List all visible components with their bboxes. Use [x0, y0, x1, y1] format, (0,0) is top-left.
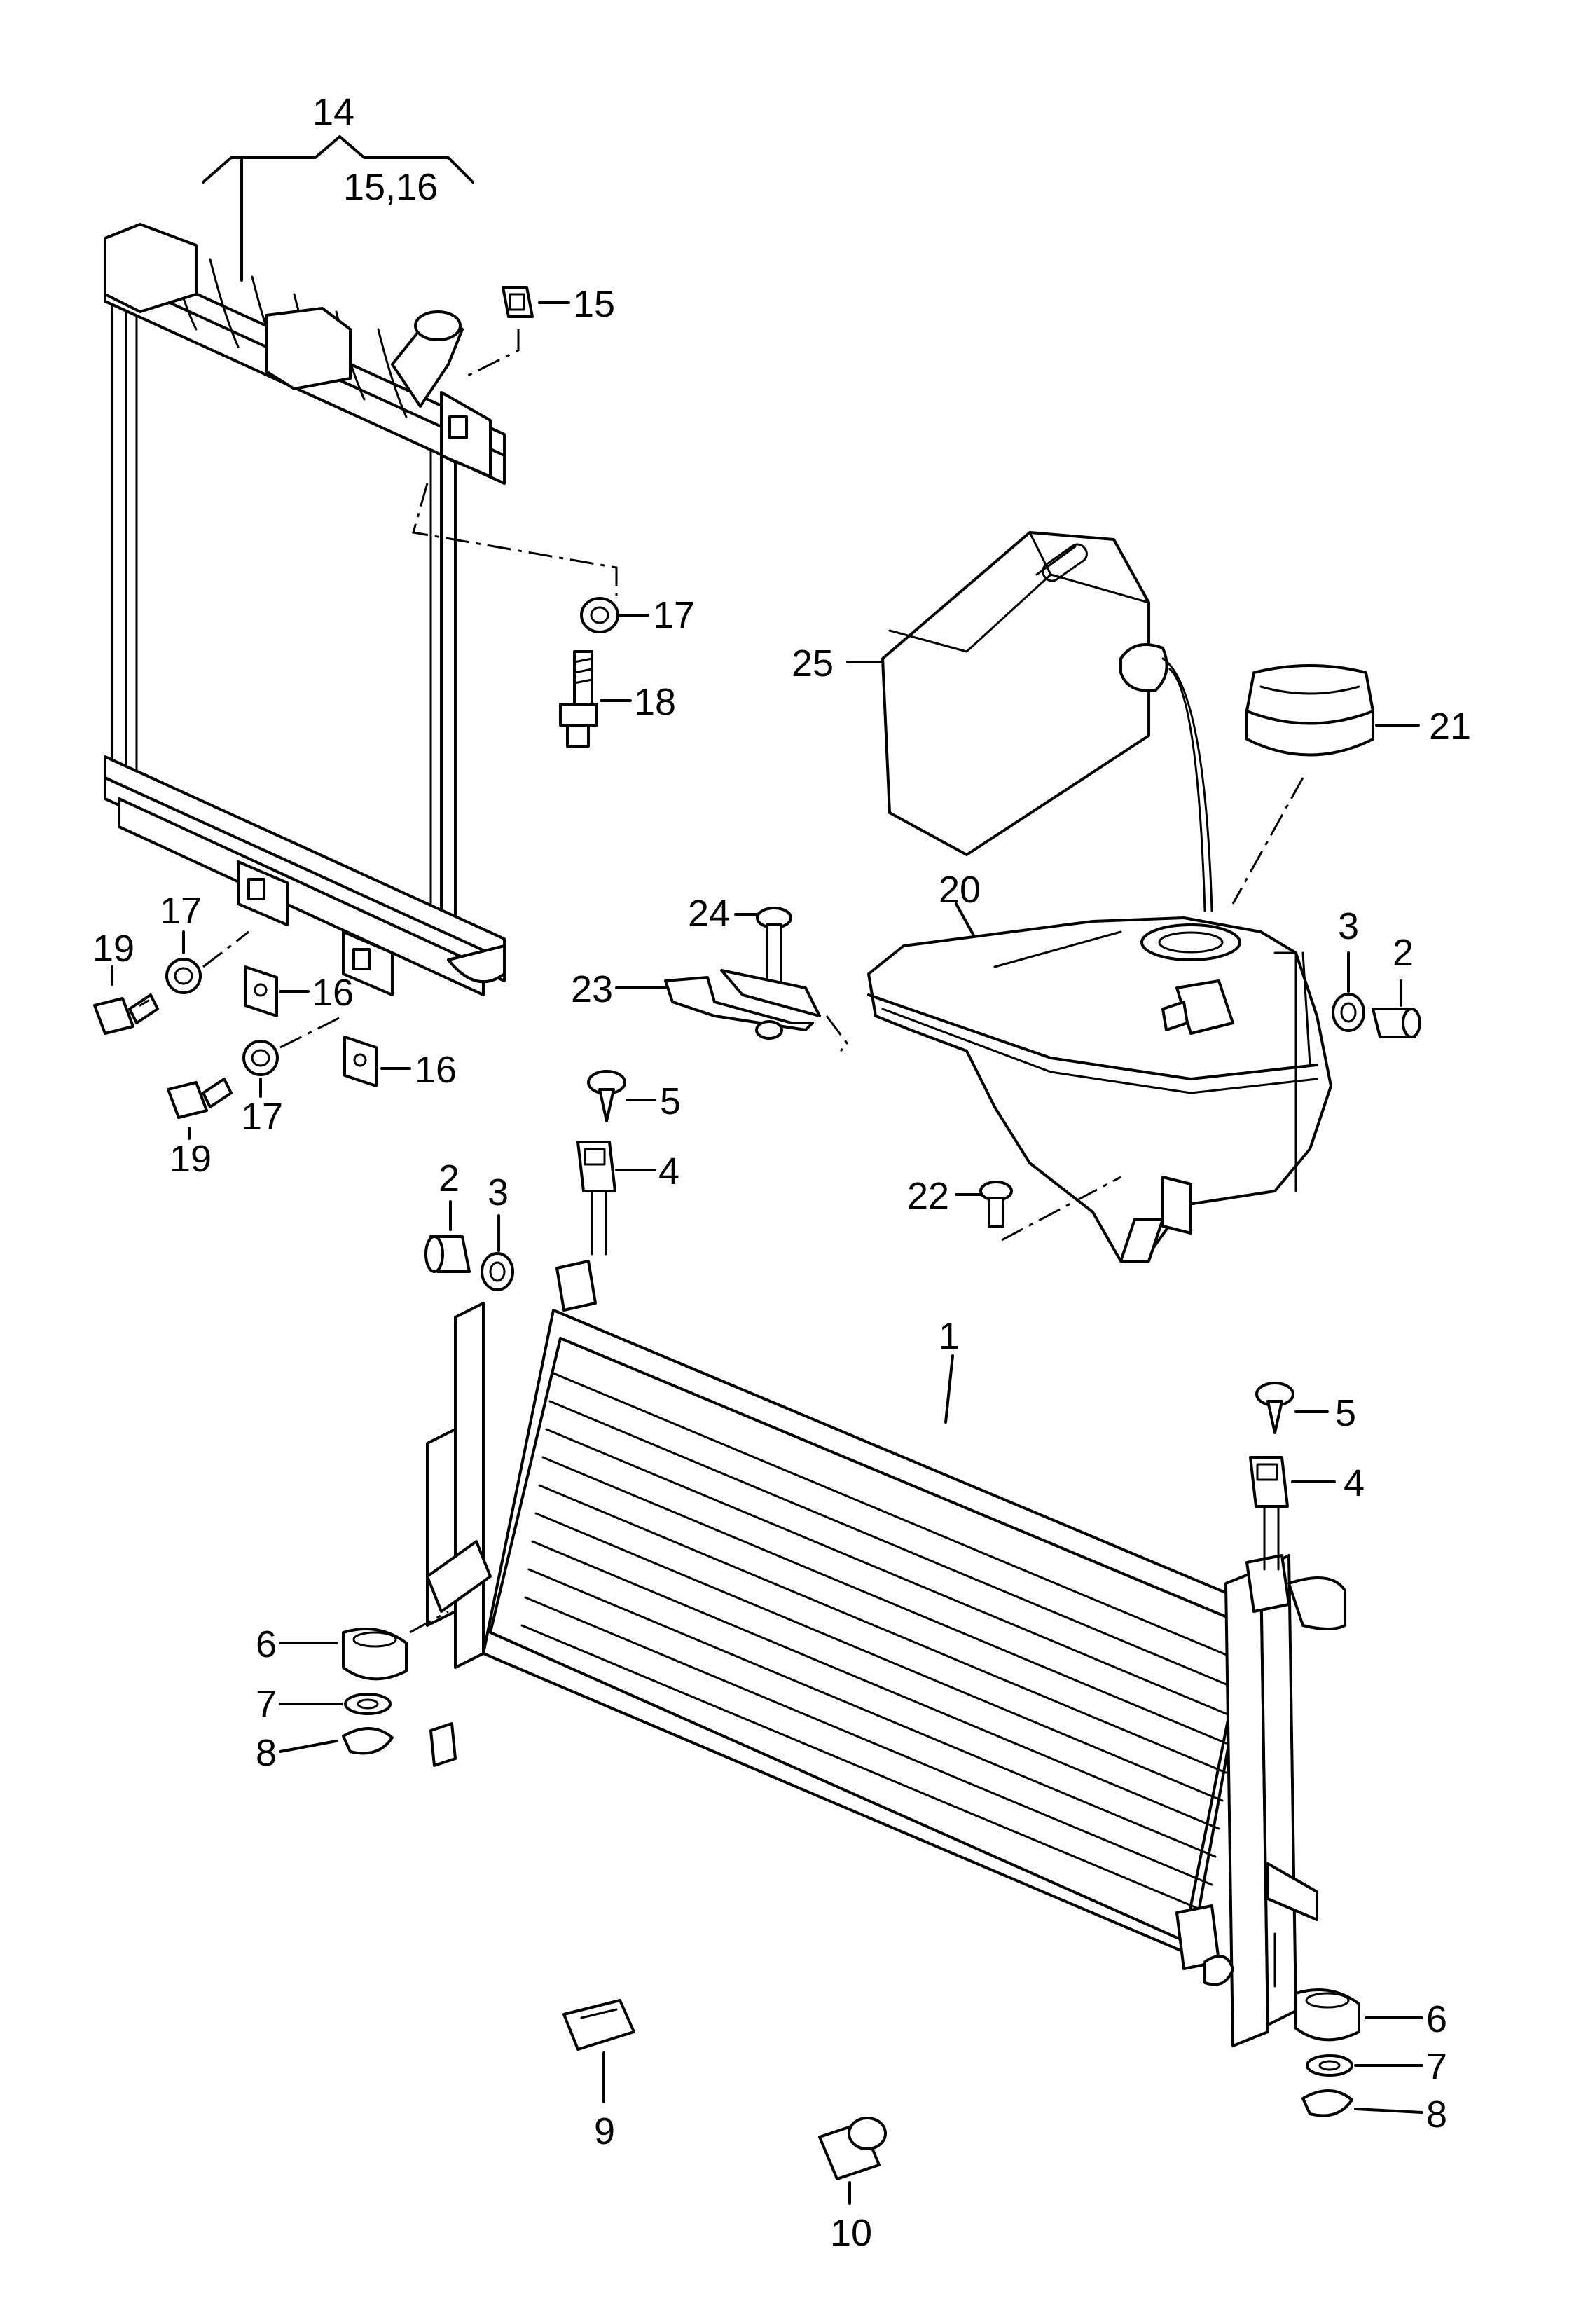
callout-5: 5: [660, 1080, 681, 1122]
part-17-grommet: [165, 958, 202, 994]
callout-10: 10: [830, 2212, 872, 2254]
part-2-hose: [1372, 1008, 1421, 1038]
callout-16: 16: [415, 1049, 457, 1091]
callout-5: 5: [1335, 1392, 1356, 1434]
callout-18: 18: [634, 681, 676, 723]
part-6-mount: [1294, 1988, 1360, 2042]
part-25-coolant-container: [881, 531, 1213, 912]
callout-20: 20: [939, 869, 981, 911]
callout-4: 4: [658, 1150, 679, 1192]
callout-7: 7: [256, 1683, 277, 1725]
callout-9: 9: [594, 2110, 615, 2152]
part-18-bolt: [559, 650, 598, 748]
part-17-grommet: [242, 1040, 279, 1076]
callout-15: 15: [573, 283, 615, 325]
part-8-clip: [1301, 2089, 1353, 2117]
callout-15-16: 15,16: [343, 166, 438, 208]
callout-1: 1: [939, 1315, 960, 1357]
callout-17: 17: [160, 890, 202, 932]
callout-19: 19: [92, 928, 134, 970]
callout-17: 17: [241, 1096, 283, 1138]
part-8-clip: [342, 1727, 394, 1755]
callout-14: 14: [312, 91, 354, 133]
callout-6: 6: [1426, 1998, 1447, 2040]
callout-3: 3: [1338, 905, 1359, 947]
callout-2: 2: [1393, 932, 1414, 974]
callout-4: 4: [1344, 1462, 1365, 1504]
part-21-filler-cap: [1245, 664, 1374, 757]
callout-8: 8: [256, 1732, 277, 1774]
callout-23: 23: [571, 968, 613, 1010]
part-23-bracket: [664, 969, 821, 1040]
callout-25: 25: [792, 642, 834, 685]
leader-14: [202, 135, 474, 184]
part-3-clamp: [481, 1252, 514, 1291]
part-3-clamp: [1332, 993, 1365, 1032]
auxiliary-radiator: [104, 223, 506, 996]
callout-6: 6: [256, 1623, 277, 1665]
part-5-screw: [587, 1070, 626, 1122]
part-15-clip: [502, 286, 534, 318]
callout-21: 21: [1429, 706, 1471, 748]
part-16-clip: [244, 965, 378, 1087]
callout-3: 3: [488, 1171, 509, 1213]
callout-2: 2: [439, 1157, 460, 1199]
part-7-washer: [344, 1693, 392, 1715]
part-2-hose: [424, 1235, 471, 1273]
callout-17: 17: [653, 594, 695, 636]
callout-19: 19: [170, 1138, 212, 1180]
part-4-nut: [576, 1141, 616, 1256]
callout-24: 24: [688, 893, 730, 935]
part-1-radiator: [426, 1260, 1346, 2047]
part-19-bolt: [93, 993, 233, 1119]
callout-labels: 14 15,16 15 17 18 17 19 16 16 17 19 25 2…: [92, 91, 1471, 2254]
part-6-mount: [342, 1628, 408, 1681]
part-20-expansion-tank: [867, 916, 1332, 1263]
callout-22: 22: [907, 1175, 949, 1217]
callout-16: 16: [312, 972, 354, 1014]
part-9-clip: [562, 1999, 635, 2051]
part-7-washer: [1306, 2054, 1353, 2077]
part-10-plug: [818, 2117, 887, 2180]
part-17-grommet: [580, 597, 619, 633]
part-22-bolt: [979, 1181, 1013, 1228]
part-5-screw: [1255, 1382, 1294, 1434]
part-4-nut: [1249, 1456, 1289, 1571]
callout-8: 8: [1426, 2093, 1447, 2136]
callout-7: 7: [1426, 2046, 1447, 2088]
